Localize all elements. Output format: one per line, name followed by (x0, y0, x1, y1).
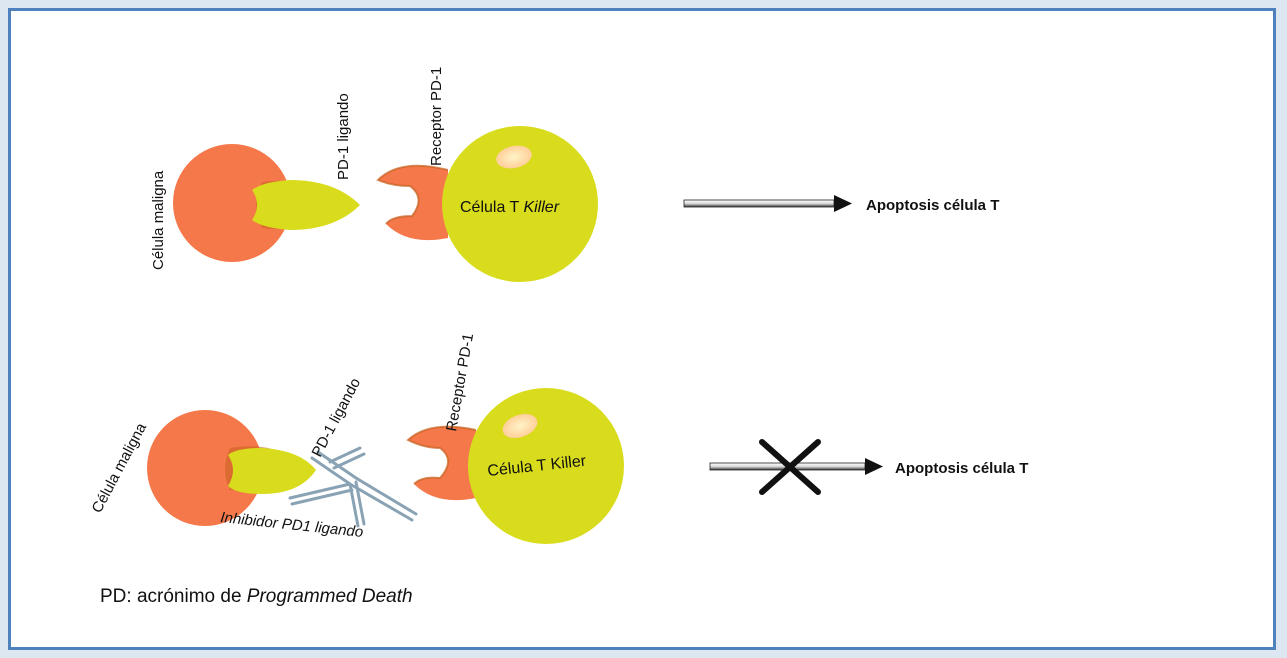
pd1-receptor-top (376, 164, 449, 241)
apoptosis-label-bottom: Apoptosis célula T (895, 460, 1028, 477)
pd1-ligand-label-bottom: PD-1 ligando (309, 375, 365, 460)
arrow-top (683, 195, 852, 212)
receptor-label-bottom: Receptor PD-1 (443, 332, 477, 433)
malignant-cell-label-top: Célula maligna (150, 170, 167, 270)
inhibitor-label: Inhibidor PD1 ligando (220, 509, 364, 541)
pd1-ligand-top (252, 180, 360, 230)
receptor-label-top: Receptor PD-1 (428, 67, 445, 166)
blocked-x-mark (759, 439, 821, 495)
top-panel: Célula T Killer Célula maligna PD-1 liga… (150, 67, 999, 282)
footnote: PD: acrónimo de Programmed Death (100, 586, 413, 607)
pd1-ligand-bottom (228, 448, 316, 494)
figure-frame (8, 8, 1276, 650)
pd1-receptor-bottom (406, 425, 477, 501)
pd1-ligand-label-top: PD-1 ligando (335, 93, 352, 180)
t-cell-label-top: Célula T Killer (460, 199, 560, 216)
malignant-cell-label-bottom: Célula maligna (89, 420, 151, 516)
apoptosis-label-top: Apoptosis célula T (866, 197, 999, 214)
bottom-panel: Célula T Killer Célula maligna PD-1 liga… (89, 332, 1028, 544)
inhibitor-antibody (288, 446, 418, 528)
t-cell-killer-bottom (468, 388, 624, 544)
t-cell-killer-top (442, 126, 598, 282)
